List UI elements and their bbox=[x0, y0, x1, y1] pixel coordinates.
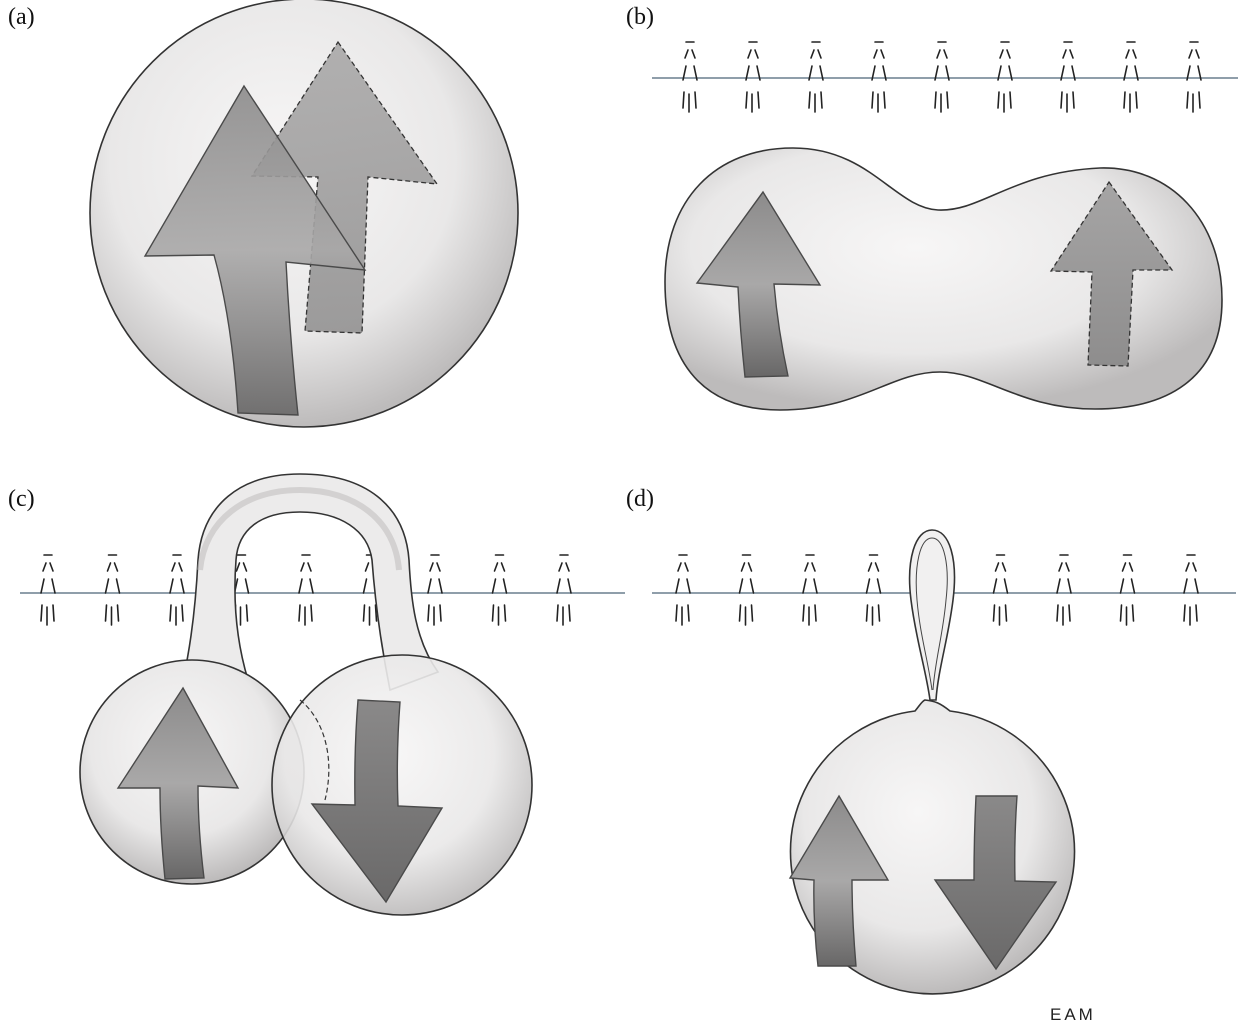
lattice-site bbox=[992, 554, 1009, 626]
lattice-site bbox=[491, 554, 508, 626]
lattice-site bbox=[169, 554, 185, 626]
lattice-site bbox=[934, 41, 950, 113]
panel-label-b: (b) bbox=[626, 4, 654, 30]
lattice-site bbox=[682, 41, 698, 113]
lattice-site bbox=[675, 554, 691, 626]
arrow-up-left-b bbox=[695, 190, 822, 378]
lattice-site bbox=[738, 554, 755, 626]
lattice-b bbox=[652, 41, 1238, 113]
panel-label-d: (d) bbox=[626, 486, 654, 512]
lattice-c bbox=[20, 554, 625, 626]
lattice-site bbox=[997, 41, 1013, 113]
panel-a bbox=[89, 0, 519, 428]
arrow-down-d bbox=[933, 795, 1058, 971]
panel-d: EAM bbox=[652, 529, 1236, 1024]
lattice-site bbox=[1119, 554, 1136, 626]
lattice-sites-c bbox=[40, 554, 572, 626]
lattice-sites-b bbox=[682, 41, 1202, 113]
artist-signature: EAM bbox=[1050, 1005, 1096, 1024]
arrow-up-d bbox=[788, 794, 890, 967]
lattice-site bbox=[1183, 554, 1199, 626]
lattice-site bbox=[1056, 554, 1072, 626]
lattice-site bbox=[865, 554, 882, 626]
arrow-up-c bbox=[116, 686, 240, 880]
panel-label-c: (c) bbox=[8, 486, 35, 512]
lattice-site bbox=[1060, 41, 1076, 113]
arrow-up-solid-a bbox=[143, 84, 367, 416]
arrow-up-right-b bbox=[1049, 180, 1174, 367]
lattice-site bbox=[802, 554, 818, 626]
lattice-site bbox=[556, 554, 572, 626]
panel-b bbox=[652, 41, 1238, 411]
panel-c bbox=[20, 473, 625, 916]
lattice-sites-d bbox=[675, 554, 1199, 626]
tube-loop-d bbox=[908, 529, 956, 701]
lattice-site bbox=[40, 554, 56, 626]
lattice-site bbox=[871, 41, 887, 113]
dumbbell-b bbox=[664, 147, 1223, 411]
sphere-right-c bbox=[271, 654, 533, 916]
lattice-site bbox=[1186, 41, 1202, 113]
lattice-site bbox=[1123, 41, 1139, 113]
lattice-site bbox=[745, 41, 761, 113]
lattice-site bbox=[808, 41, 824, 113]
arrow-down-c bbox=[310, 699, 444, 904]
lattice-site bbox=[298, 554, 314, 626]
lattice-site bbox=[104, 554, 121, 626]
lattice-d bbox=[652, 554, 1236, 626]
lattice-site bbox=[427, 554, 443, 626]
panel-label-a: (a) bbox=[8, 4, 35, 30]
